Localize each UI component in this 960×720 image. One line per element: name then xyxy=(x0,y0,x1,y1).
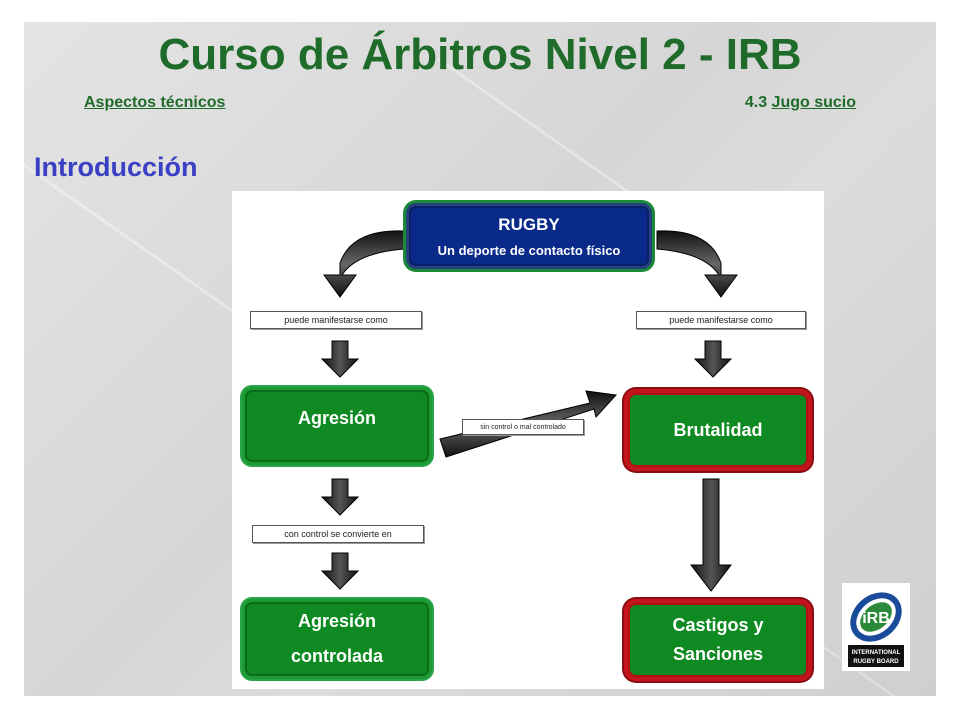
label-puede-manifestarse-left: puede manifestarse como xyxy=(250,311,422,329)
down-arrow-left-3 xyxy=(320,552,360,590)
section-number: 4.3 xyxy=(744,94,768,111)
label-puede-manifestarse-right: puede manifestarse como xyxy=(636,311,806,329)
agresion-box: Agresión xyxy=(242,387,432,465)
irb-logo: iRB INTERNATIONAL RUGBY BOARD xyxy=(842,583,910,671)
rugby-box-title: RUGBY xyxy=(498,214,560,234)
curved-arrow-left xyxy=(323,230,405,298)
section-link[interactable]: 4.3 Jugo sucio xyxy=(745,94,856,112)
castigos-line2: Sanciones xyxy=(672,644,764,664)
agresion-controlada-box: Agresión controlada xyxy=(242,599,432,679)
castigos-box: Castigos y Sanciones xyxy=(624,599,812,681)
down-arrow-right-long xyxy=(689,478,733,592)
down-arrow-right-1 xyxy=(693,340,733,378)
down-arrow-left-2 xyxy=(320,478,360,516)
slide-title: Curso de Árbitros Nivel 2 - IRB xyxy=(158,30,802,79)
flow-diagram: RUGBY Un deporte de contacto físico pued… xyxy=(232,191,824,689)
agresion-controlada-line2: controlada xyxy=(290,646,383,666)
rugby-box: RUGBY Un deporte de contacto físico xyxy=(406,203,652,269)
section-heading: Introducción xyxy=(34,152,198,182)
down-arrow-left-1 xyxy=(320,340,360,378)
svg-text:INTERNATIONAL: INTERNATIONAL xyxy=(852,650,901,656)
curved-arrow-right xyxy=(656,230,738,298)
label-con-control: con control se convierte en xyxy=(252,525,424,543)
label-sin-control: sin control o mal controlado xyxy=(462,419,584,435)
jugo-sucio-link[interactable]: Jugo sucio xyxy=(771,94,856,111)
rugby-box-subtitle: Un deporte de contacto físico xyxy=(437,242,621,258)
castigos-line1: Castigos y xyxy=(672,615,764,635)
irb-logo-icon: iRB INTERNATIONAL RUGBY BOARD xyxy=(848,592,904,667)
svg-text:RUGBY BOARD: RUGBY BOARD xyxy=(853,659,899,665)
aspectos-tecnicos-link[interactable]: Aspectos técnicos xyxy=(84,94,226,111)
svg-text:iRB: iRB xyxy=(862,610,890,627)
brutalidad-box: Brutalidad xyxy=(624,389,812,471)
agresion-box-label: Agresión xyxy=(297,407,376,428)
agresion-controlada-line1: Agresión xyxy=(297,611,376,631)
brutalidad-box-label: Brutalidad xyxy=(673,419,763,440)
